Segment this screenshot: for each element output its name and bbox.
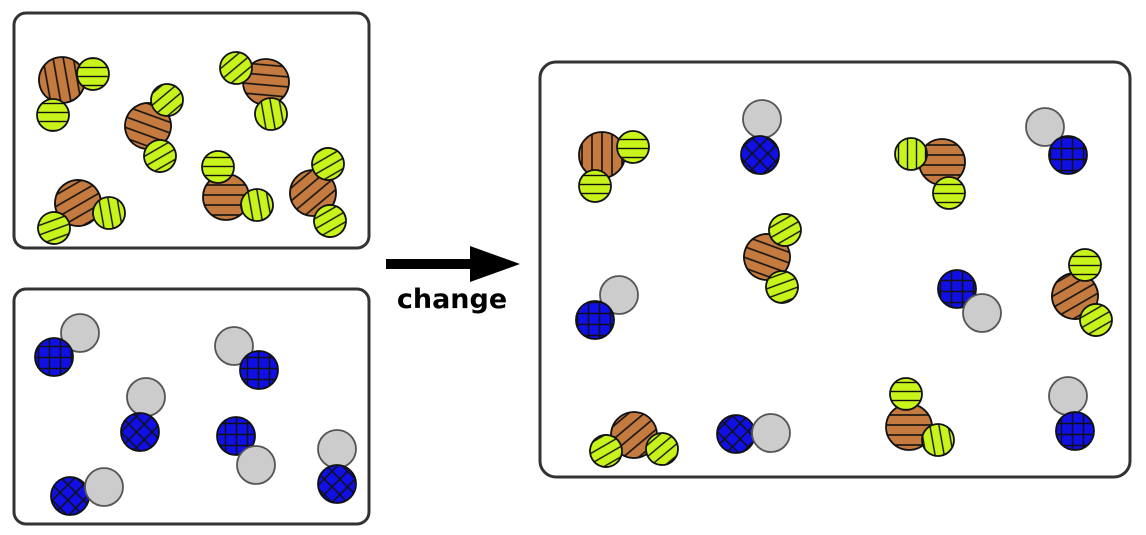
green-atom (92, 196, 126, 230)
brown-molecule (201, 150, 274, 222)
blue-atom (1048, 135, 1088, 175)
blue-molecule (34, 313, 100, 377)
green-atom (768, 213, 802, 247)
blue-molecule (50, 467, 124, 516)
green-atom (589, 434, 623, 468)
blue-molecule (1048, 376, 1095, 451)
blue-atom (239, 350, 279, 390)
blue-atom (1055, 411, 1095, 451)
gray-atom (236, 445, 276, 485)
blue-molecule (120, 377, 166, 452)
green-atom (932, 176, 966, 210)
blue-molecule (214, 326, 279, 390)
blue-molecule (716, 413, 791, 454)
gray-atom (84, 467, 124, 507)
blue-atom (216, 416, 256, 456)
green-atom (765, 270, 799, 304)
brown-molecule (124, 83, 184, 173)
brown-molecule (894, 137, 966, 210)
green-atom (37, 211, 71, 245)
gray-atom (742, 99, 782, 139)
gray-atom (599, 275, 639, 315)
brown-molecule (885, 377, 955, 457)
green-atom (240, 188, 274, 222)
brown-molecule (36, 56, 110, 132)
green-atom (889, 377, 923, 411)
green-atom (143, 139, 177, 173)
gray-atom (126, 377, 166, 417)
blue-atom (575, 300, 615, 340)
blue-atom (716, 414, 756, 454)
blue-molecule (937, 269, 1002, 333)
gray-atom (1025, 107, 1065, 147)
blue-molecule (317, 429, 357, 504)
brown-molecule (37, 179, 126, 245)
green-atom (921, 423, 955, 457)
blue-atom (317, 464, 357, 504)
blue-molecule (575, 275, 639, 340)
green-atom (219, 51, 253, 85)
green-atom (311, 147, 345, 181)
blue-atom (50, 476, 90, 516)
brown-molecule (743, 213, 802, 304)
blue-molecule (1025, 107, 1088, 175)
panel-right (538, 60, 1132, 479)
brown-molecule (589, 411, 679, 468)
blue-atom (937, 269, 977, 309)
green-atom (578, 169, 612, 203)
blue-atom (120, 412, 160, 452)
green-atom (616, 130, 650, 164)
change-arrow (386, 246, 520, 282)
blue-molecule (740, 99, 782, 175)
green-atom (645, 432, 679, 466)
brown-molecule (219, 51, 290, 131)
arrow-label: change (397, 284, 507, 315)
brown-molecule (578, 130, 650, 203)
blue-molecule (216, 416, 276, 485)
gray-atom (1048, 376, 1088, 416)
green-atom (201, 150, 235, 184)
blue-atom (34, 337, 74, 377)
green-atom (254, 97, 288, 131)
green-atom (1068, 248, 1102, 282)
green-atom (36, 98, 70, 132)
green-atom (150, 83, 184, 117)
green-atom (76, 57, 110, 91)
gray-atom (317, 429, 357, 469)
blue-atom (740, 135, 780, 175)
brown-molecule (289, 147, 347, 238)
brown-molecule (1051, 248, 1113, 337)
gray-atom (60, 313, 100, 353)
panel-top-left (12, 11, 371, 250)
green-atom (313, 204, 347, 238)
gray-atom (214, 326, 254, 366)
gray-atom (962, 293, 1002, 333)
panel-bottom-left (12, 287, 371, 526)
green-atom (1079, 303, 1113, 337)
gray-atom (751, 413, 791, 453)
green-atom (894, 137, 928, 171)
